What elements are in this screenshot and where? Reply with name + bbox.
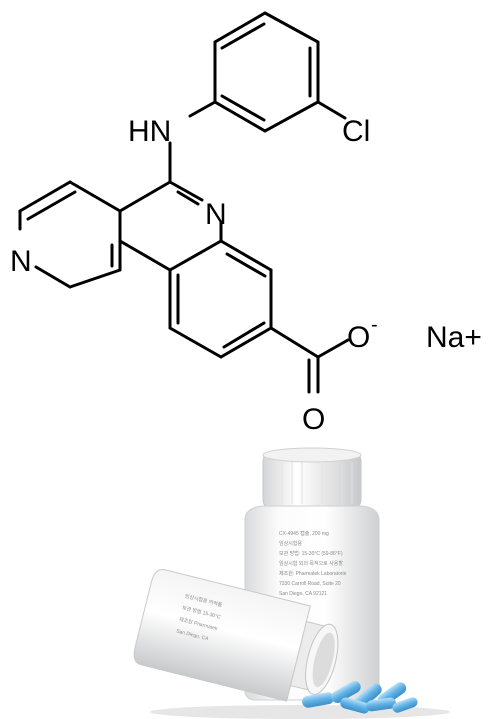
quinoline-n-label: N [205, 198, 227, 231]
carboxylate-oxygen-label: O [347, 321, 370, 354]
capsule [302, 692, 334, 708]
carbonyl-oxygen-label: O [302, 403, 325, 436]
central-ring [118, 180, 223, 272]
capsule [340, 697, 370, 714]
chlorophenyl-ring [213, 11, 320, 133]
pyridine-ring [18, 180, 122, 289]
upright-label-line-5: 제조원: Pharmatek Laboratorie [279, 570, 347, 577]
aryl-nh-bond [188, 100, 217, 118]
capsules [302, 681, 418, 714]
upright-bottle-label: CX-4945 캡슐, 200 mg 임상시험용 보관 방법: 15-30°C … [279, 530, 347, 597]
chlorine-label: Cl [342, 115, 370, 148]
upright-label-line-1: CX-4945 캡슐, 200 mg [279, 530, 329, 537]
atom-labels: HN Cl N N O - O Na+ [10, 115, 482, 436]
upright-label-line-2: 임상시험용 [279, 540, 302, 547]
benzo-ring [168, 239, 273, 359]
upright-label-line-3: 보관 방법: 15-30°C (59-86°F) [279, 550, 343, 557]
chemical-structure [18, 11, 350, 394]
c-cl-bond [316, 100, 347, 120]
carboxylate-group [269, 326, 350, 394]
amine-label: HN [128, 115, 171, 148]
sodium-counterion-label: Na+ [426, 321, 482, 354]
capsule [366, 697, 396, 712]
capsule [331, 681, 361, 703]
lying-bottle: 임상시험용 의약품 보관 방법 15-30°C 제조원 Pharmatek Sa… [133, 568, 339, 702]
negative-charge-label: - [371, 314, 378, 336]
upright-label-line-7: San Diego, CA 92121 [279, 591, 327, 597]
upright-label-line-4: 임상시험 외의 목적으로 사용할 [279, 560, 343, 567]
product-photo: CX-4945 캡슐, 200 mg 임상시험용 보관 방법: 15-30°C … [133, 447, 450, 719]
upright-label-line-6: 7330 Carroll Road, Suite 20 [279, 581, 341, 587]
capsule [392, 697, 418, 713]
pyridine-n-label: N [10, 245, 32, 278]
